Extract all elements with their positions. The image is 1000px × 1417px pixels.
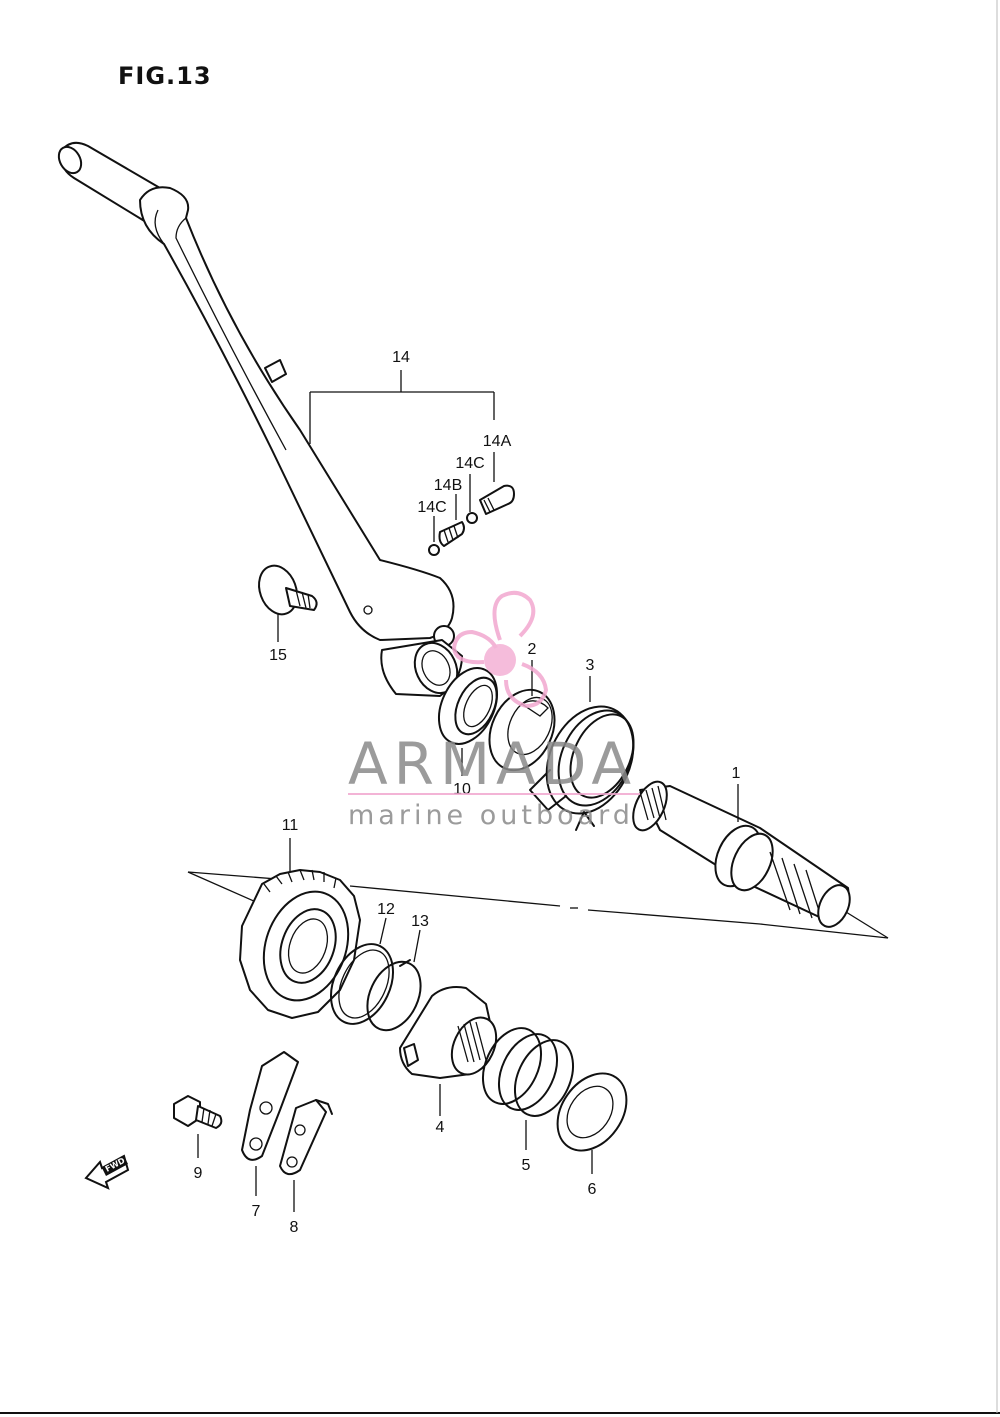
ratchet-guide — [399, 986, 498, 1116]
callout-5: 5 — [522, 1157, 531, 1174]
callout-15: 15 — [269, 647, 287, 664]
callout-14c-lower: 14C — [417, 499, 446, 516]
stopper-bolt — [258, 564, 318, 642]
callout-1: 1 — [732, 765, 741, 782]
callout-2: 2 — [528, 641, 537, 658]
circlips — [330, 917, 422, 1032]
washer — [556, 1072, 628, 1174]
callout-14: 14 — [392, 349, 410, 366]
propeller-icon — [451, 590, 549, 709]
callout-3: 3 — [586, 657, 595, 674]
callout-13: 13 — [411, 913, 429, 930]
spacer — [488, 660, 556, 772]
drive-gear — [239, 838, 361, 1019]
callout-14b: 14B — [434, 477, 462, 494]
kick-lever — [57, 141, 463, 697]
callout-12: 12 — [377, 901, 395, 918]
kick-shaft — [632, 780, 851, 928]
callout-labels: 1 2 3 4 5 6 7 8 9 10 11 12 13 14 14A 14B… — [194, 349, 741, 1236]
watermark: ARMADA marine outboard — [348, 590, 640, 831]
watermark-hub — [484, 644, 516, 676]
detent-parts — [428, 452, 515, 556]
figure-title: FIG.13 — [118, 62, 212, 90]
callout-4: 4 — [436, 1119, 445, 1136]
watermark-brand: ARMADA — [348, 730, 637, 798]
callout-14a: 14A — [483, 433, 512, 450]
guide-plates — [241, 1051, 333, 1212]
return-spring — [529, 676, 635, 831]
callout-11: 11 — [282, 817, 299, 834]
callout-14-bracket — [309, 370, 495, 444]
callout-14c-upper: 14C — [455, 455, 484, 472]
callout-6: 6 — [588, 1181, 597, 1198]
watermark-tagline: marine outboard — [348, 800, 634, 831]
callout-7: 7 — [252, 1203, 261, 1220]
callout-9: 9 — [194, 1165, 203, 1182]
fwd-arrow-icon: FWD — [84, 1154, 130, 1190]
coil-spring — [481, 1027, 575, 1150]
callout-8: 8 — [290, 1219, 299, 1236]
hex-bolt — [173, 1095, 223, 1158]
oil-seal — [437, 667, 499, 776]
